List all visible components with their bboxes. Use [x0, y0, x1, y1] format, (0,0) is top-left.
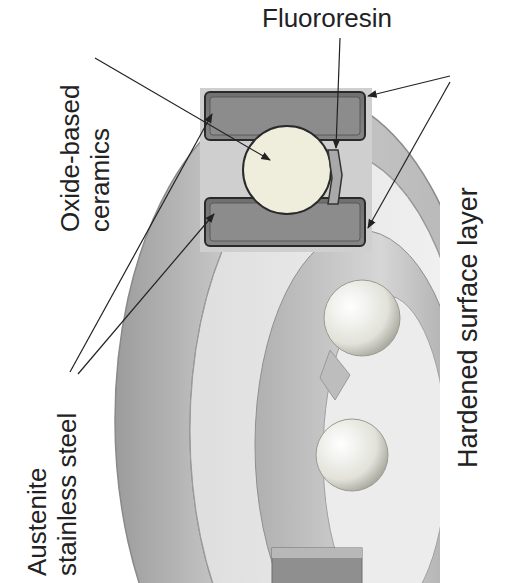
leader-lines [70, 38, 450, 374]
layer-label: Hardened surface layer [453, 48, 483, 468]
bearing-body [115, 90, 440, 583]
cross-section [200, 88, 372, 252]
material-label: Fluororesin [262, 3, 462, 33]
material-label: Austenite stainless steel [22, 361, 82, 576]
material-label: Oxide-based ceramics [55, 32, 115, 232]
